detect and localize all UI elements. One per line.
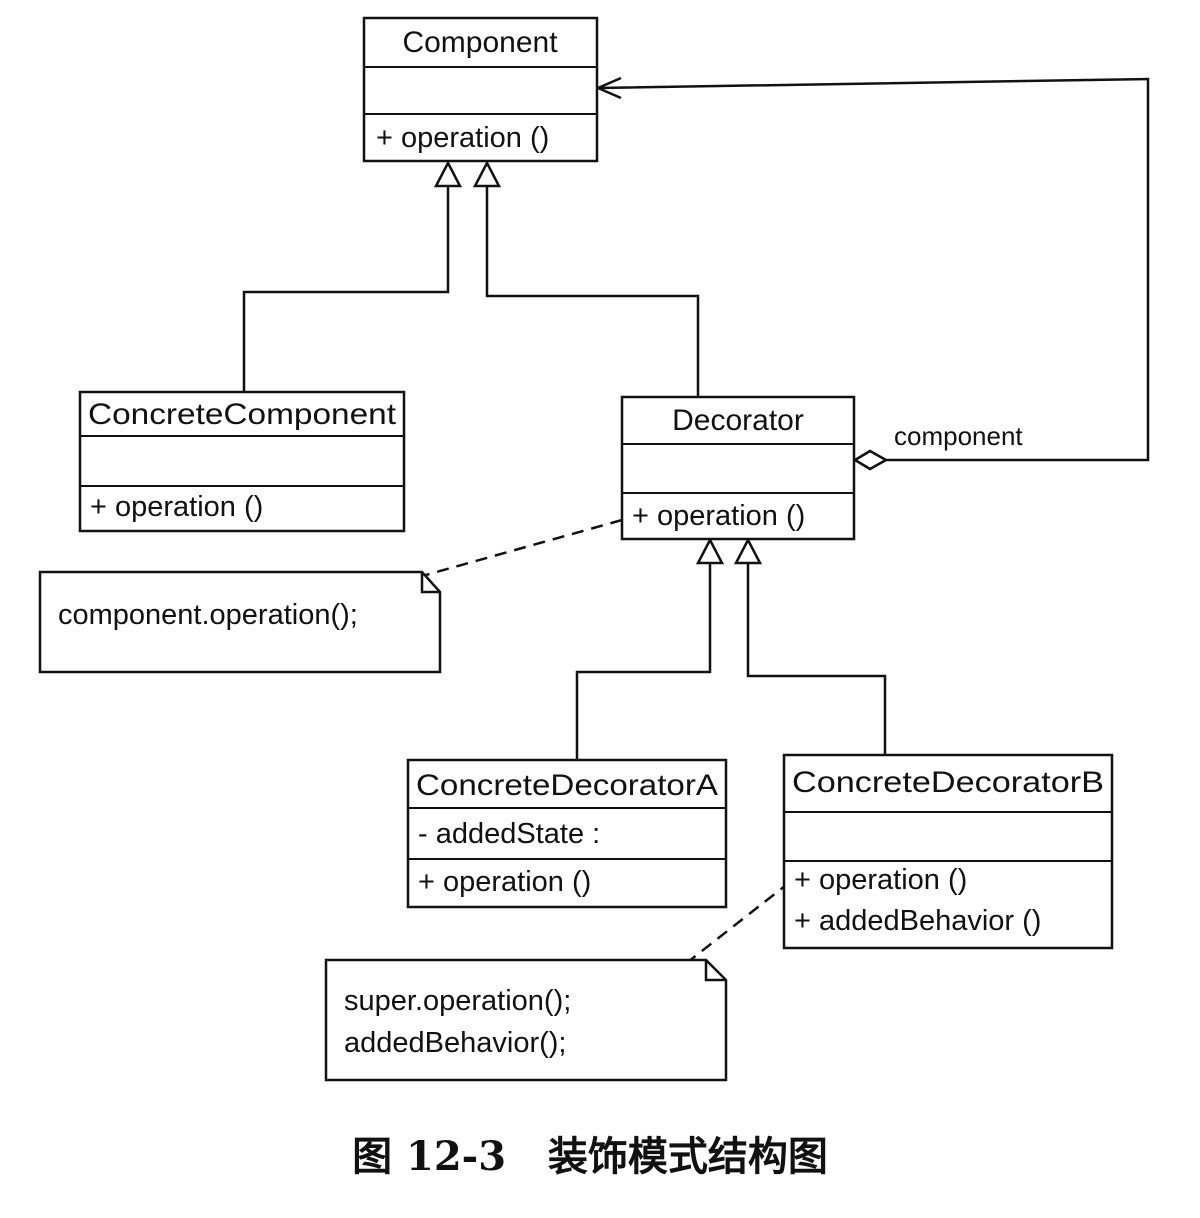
operation: + operation () — [632, 500, 805, 532]
class-concrete-component: ConcreteComponent + operation () — [78, 390, 406, 533]
operation: + operation () — [794, 864, 967, 896]
attribute: - addedState : — [418, 818, 600, 850]
generalization-decorator-to-component — [485, 186, 700, 397]
class-name: ConcreteDecoratorB — [792, 766, 1104, 799]
generalization-arrowhead-left — [433, 160, 463, 188]
note-decorator: component.operation(); — [38, 570, 442, 674]
note-line: addedBehavior(); — [344, 1027, 566, 1059]
operation: + operation () — [418, 866, 591, 898]
note-line: super.operation(); — [344, 985, 571, 1017]
generalization-concretecomponent-to-component — [242, 186, 450, 392]
operation: + operation () — [90, 491, 263, 523]
generalization-decoratorb-to-decorator — [746, 563, 887, 755]
class-decorator: Decorator + operation () — [620, 395, 856, 541]
class-component: Component + operation () — [362, 16, 599, 163]
generalization-arrowhead-right — [472, 160, 502, 188]
class-concrete-decorator-b: ConcreteDecoratorB + operation () + adde… — [782, 753, 1114, 950]
note-connector-decorator-b — [683, 881, 791, 966]
aggregation-diamond — [852, 449, 889, 471]
generalization-arrowhead-decorator-left — [695, 537, 725, 565]
note-connector-decorator — [407, 518, 623, 582]
class-concrete-decorator-a: ConcreteDecoratorA - addedState : + oper… — [406, 758, 728, 909]
figure-caption: 图 12-3 装饰模式结构图 — [352, 1133, 828, 1180]
note-line: component.operation(); — [58, 599, 358, 631]
note-decorator-b: super.operation(); addedBehavior(); — [324, 958, 728, 1082]
class-name: Decorator — [672, 404, 804, 437]
class-name: ConcreteDecoratorA — [416, 769, 718, 802]
association-label: component — [894, 421, 1023, 451]
generalization-decoratora-to-decorator — [575, 563, 712, 760]
operation: + operation () — [376, 122, 549, 154]
aggregation-line — [597, 77, 1150, 462]
operation: + addedBehavior () — [794, 905, 1041, 937]
generalization-arrowhead-decorator-right — [733, 537, 763, 565]
class-name: Component — [402, 26, 558, 59]
class-name: ConcreteComponent — [88, 398, 397, 431]
